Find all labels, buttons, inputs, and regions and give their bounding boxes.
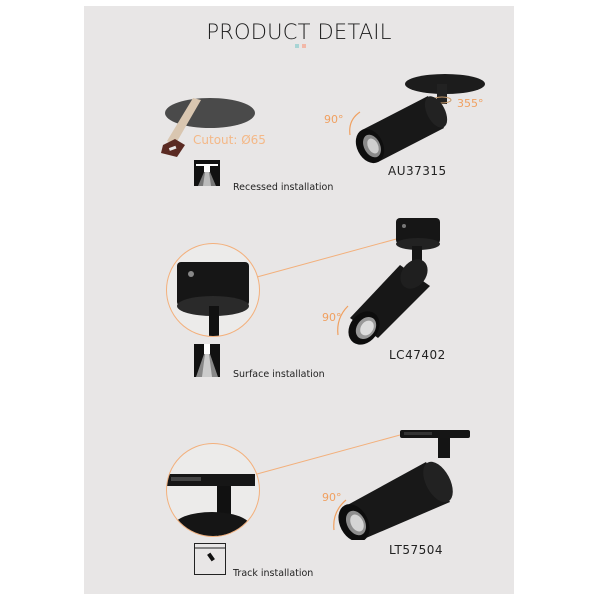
product-image-au37315 <box>349 74 485 164</box>
surface-mount-detail-zoom <box>166 243 260 337</box>
installation-label-track: Track installation <box>233 568 314 579</box>
track-mount-detail-zoom <box>166 443 260 537</box>
tilt-angle-label-1: 90° <box>324 113 344 126</box>
tilt-angle-label-2: 90° <box>322 311 342 324</box>
model-number-lc47402: LC47402 <box>389 348 446 362</box>
title-accent-dots <box>295 44 306 48</box>
cutout-saw-illustration <box>161 98 255 157</box>
page-title: PRODUCT DETAIL <box>206 20 392 44</box>
installation-label-surface: Surface installation <box>233 369 325 380</box>
installation-label-recessed: Recessed installation <box>233 182 334 193</box>
model-number-lt57504: LT57504 <box>389 543 444 557</box>
zoom-connector-line-2 <box>256 237 401 278</box>
model-number-au37315: AU37315 <box>388 164 447 178</box>
product-image-lc47402 <box>337 218 440 345</box>
accent-dot-teal <box>295 44 299 48</box>
accent-dot-pink <box>302 44 306 48</box>
cutout-label: Cutout: Ø65 <box>193 133 266 147</box>
pan-angle-label-1: 355° <box>457 97 484 110</box>
zoom-connector-line-3 <box>256 434 401 475</box>
product-image-lt57504 <box>333 430 470 540</box>
recessed-installation-icon <box>194 160 220 186</box>
track-installation-icon <box>194 543 226 575</box>
tilt-angle-label-3: 90° <box>322 491 342 504</box>
surface-installation-icon <box>194 344 220 377</box>
